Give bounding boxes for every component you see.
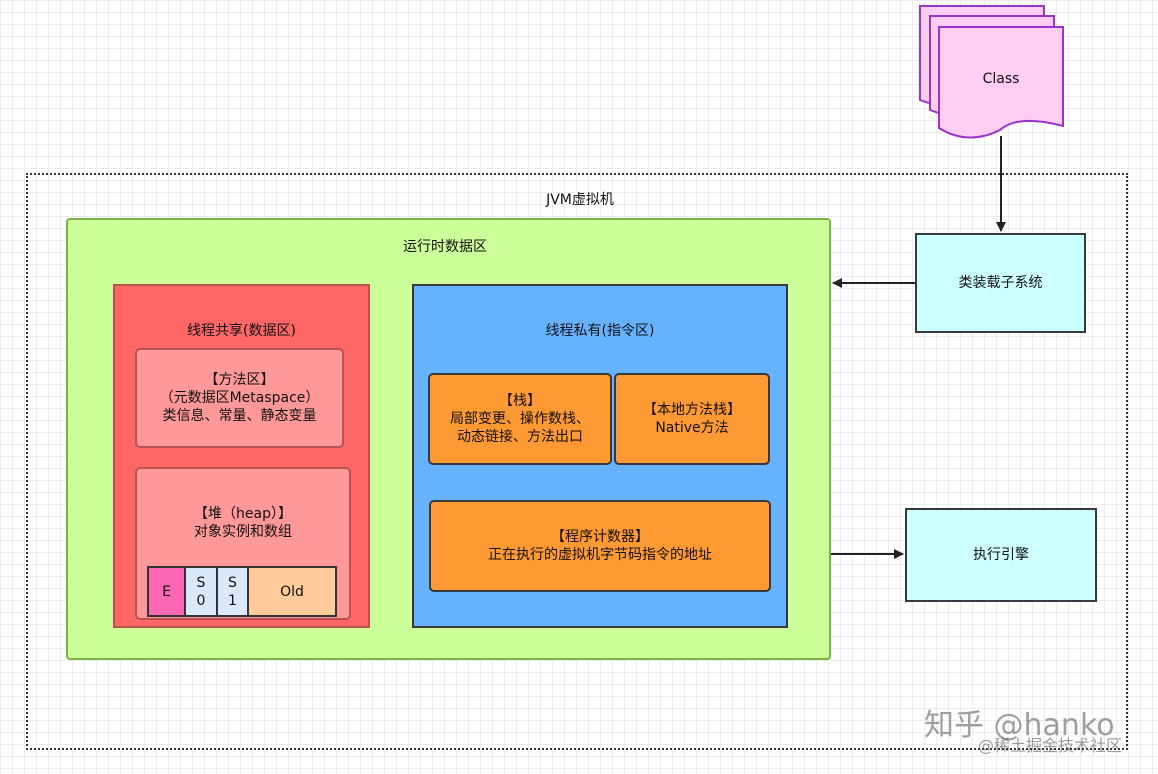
survivor-0-number: 0 [196,592,206,609]
survivor-1-letter: S [228,574,237,591]
method-area-line1: 【方法区】 [204,372,275,388]
native-stack-line1: 【本地方法栈】 [643,402,741,418]
watermark-juejin: @稀土掘金技术社区 [978,736,1123,755]
method-area-line2: （元数据区Metaspace） [159,390,320,406]
native-method-stack-box: 【本地方法栈】 Native方法 [614,373,770,465]
old-gen-label: Old [280,583,304,600]
execution-engine-box: 执行引擎 [905,508,1097,602]
execution-engine-label: 执行引擎 [973,547,1029,563]
pc-line1: 【程序计数器】 [551,529,649,545]
stack-line2: 局部变更、操作数栈、 [450,411,590,427]
jvm-frame [26,173,1128,750]
heap-text: 【堆（heap）】 对象实例和数组 [135,505,351,541]
watermark-zhihu: 知乎 @hanko [924,708,1115,743]
stack-line3: 动态链接、方法出口 [457,429,583,445]
heap-line2: 对象实例和数组 [194,524,292,540]
native-stack-line2: Native方法 [655,420,729,436]
class-loader-label: 类装载子系统 [958,275,1043,291]
method-area-box: 【方法区】 （元数据区Metaspace） 类信息、常量、静态变量 [135,348,344,448]
program-counter-box: 【程序计数器】 正在执行的虚拟机字节码指令的地址 [429,500,771,592]
class-label: Class [982,71,1020,87]
survivor-0-letter: S [196,574,206,591]
method-area-line3: 类信息、常量、静态变量 [162,408,317,424]
stack-line1: 【栈】 [499,393,541,409]
class-document-front [938,26,1064,139]
pc-line2: 正在执行的虚拟机字节码指令的地址 [488,547,712,563]
stack-box: 【栈】 局部变更、操作数栈、 动态链接、方法出口 [428,373,612,465]
thread-private-title: 线程私有(指令区) [545,323,655,339]
heap-line1: 【堆（heap）】 [194,506,292,522]
old-gen-cell: Old [249,568,335,615]
survivor-1-number: 1 [228,592,237,609]
class-loader-box: 类装载子系统 [915,233,1086,333]
survivor-1-cell: S 1 [218,568,249,615]
class-document-stack [919,5,1064,139]
eden-label: E [162,583,171,600]
eden-cell: E [149,568,186,615]
survivor-0-cell: S 0 [186,568,218,615]
thread-shared-title: 线程共享(数据区) [187,323,296,339]
runtime-data-area-title: 运行时数据区 [403,239,487,255]
jvm-title: JVM虚拟机 [546,192,614,208]
